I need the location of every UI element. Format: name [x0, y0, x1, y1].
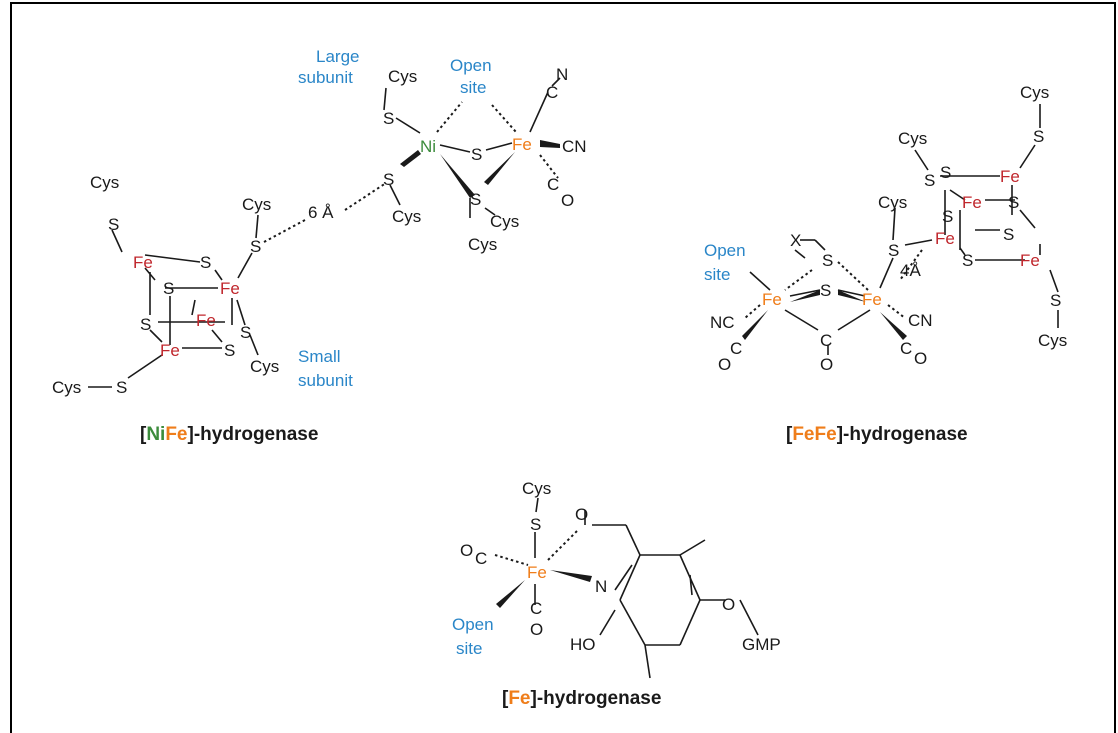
fe-structure	[494, 497, 759, 679]
atom-s: S	[942, 207, 953, 226]
atom-s: S	[820, 281, 831, 300]
nife-atoms: Cys S Fe S S Fe S Fe S Fe S Cys Cys S Cy…	[52, 47, 587, 397]
label-distance-6: 6 Å	[308, 203, 334, 222]
atom-s: S	[116, 378, 127, 397]
label-open-site: Open	[452, 615, 494, 634]
atom-nc: NC	[710, 313, 735, 332]
fefe-atoms: Cys S Cys S S Fe Fe S Cys S Fe S S S Fe …	[704, 83, 1067, 374]
atom-cys: Cys	[468, 235, 497, 254]
atom-fe: Fe	[133, 253, 153, 272]
label-large-subunit: Large	[316, 47, 359, 66]
atom-s: S	[470, 190, 481, 209]
atom-s: S	[1003, 225, 1014, 244]
label-open-site: site	[456, 639, 482, 658]
atom-c: C	[820, 331, 832, 350]
atom-o: O	[820, 355, 833, 374]
label-open-site: site	[704, 265, 730, 284]
atom-s: S	[888, 241, 899, 260]
atom-cys: Cys	[392, 207, 421, 226]
atom-fe: Fe	[862, 290, 882, 309]
atom-cys: Cys	[1038, 331, 1067, 350]
atom-cys: Cys	[250, 357, 279, 376]
atom-cn: CN	[908, 311, 933, 330]
atom-s: S	[1033, 127, 1044, 146]
atom-o: O	[530, 620, 543, 639]
fe-atoms: Cys S O C Fe C O O N O GMP HO Open site	[452, 479, 781, 658]
label-distance-4: 4Å	[900, 261, 921, 280]
atom-gmp: GMP	[742, 635, 781, 654]
atom-cys: Cys	[898, 129, 927, 148]
atom-n: N	[556, 65, 568, 84]
label-open-site: Open	[450, 56, 492, 75]
atom-c: C	[547, 175, 559, 194]
atom-s: S	[200, 253, 211, 272]
atom-s: S	[240, 323, 251, 342]
atom-s: S	[163, 279, 174, 298]
atom-c: C	[730, 339, 742, 358]
atom-ni: Ni	[420, 137, 436, 156]
nife-structure	[88, 77, 561, 388]
atom-cys: Cys	[1020, 83, 1049, 102]
atom-fe: Fe	[1020, 251, 1040, 270]
atom-fe: Fe	[196, 311, 216, 330]
atom-o: O	[575, 505, 588, 524]
fefe-structure	[742, 104, 1059, 355]
atom-s: S	[940, 163, 951, 182]
atom-s: S	[383, 109, 394, 128]
atom-s: S	[924, 171, 935, 190]
atom-s: S	[530, 515, 541, 534]
atom-s: S	[383, 170, 394, 189]
atom-ho: HO	[570, 635, 596, 654]
title-nife-hydrogenase: [NiFe]-hydrogenase	[140, 424, 318, 445]
atom-s: S	[471, 145, 482, 164]
atom-s: S	[1050, 291, 1061, 310]
atom-fe: Fe	[762, 290, 782, 309]
atom-cn: CN	[562, 137, 587, 156]
atom-o: O	[718, 355, 731, 374]
atom-c: C	[900, 339, 912, 358]
atom-o: O	[722, 595, 735, 614]
atom-cys: Cys	[490, 212, 519, 231]
atom-fe: Fe	[220, 279, 240, 298]
atom-c: C	[530, 599, 542, 618]
atom-cys: Cys	[90, 173, 119, 192]
atom-cys: Cys	[52, 378, 81, 397]
title-fe-hydrogenase: [Fe]-hydrogenase	[502, 688, 661, 709]
atom-cys: Cys	[242, 195, 271, 214]
atom-fe: Fe	[512, 135, 532, 154]
label-open-site: Open	[704, 241, 746, 260]
atom-fe: Fe	[527, 563, 547, 582]
atom-fe: Fe	[935, 229, 955, 248]
atom-c: C	[546, 83, 558, 102]
atom-fe: Fe	[962, 193, 982, 212]
atom-s: S	[250, 237, 261, 256]
label-large-subunit: subunit	[298, 68, 353, 87]
atom-fe: Fe	[1000, 167, 1020, 186]
label-open-site: site	[460, 78, 486, 97]
atom-s: S	[140, 315, 151, 334]
atom-cys: Cys	[878, 193, 907, 212]
label-small-subunit: subunit	[298, 371, 353, 390]
figure-frame	[10, 2, 1116, 733]
atom-x: X	[790, 231, 801, 250]
atom-o: O	[561, 191, 574, 210]
atom-fe: Fe	[160, 341, 180, 360]
title-fefe-hydrogenase: [FeFe]-hydrogenase	[786, 424, 968, 445]
atom-s: S	[1008, 193, 1019, 212]
atom-o: O	[460, 541, 473, 560]
atom-o: O	[914, 349, 927, 368]
atom-s: S	[822, 251, 833, 270]
atom-s: S	[962, 251, 973, 270]
atom-s: S	[224, 341, 235, 360]
atom-cys: Cys	[522, 479, 551, 498]
atom-c: C	[475, 549, 487, 568]
atom-s: S	[108, 215, 119, 234]
atom-cys: Cys	[388, 67, 417, 86]
label-small-subunit: Small	[298, 347, 341, 366]
atom-n: N	[595, 577, 607, 596]
